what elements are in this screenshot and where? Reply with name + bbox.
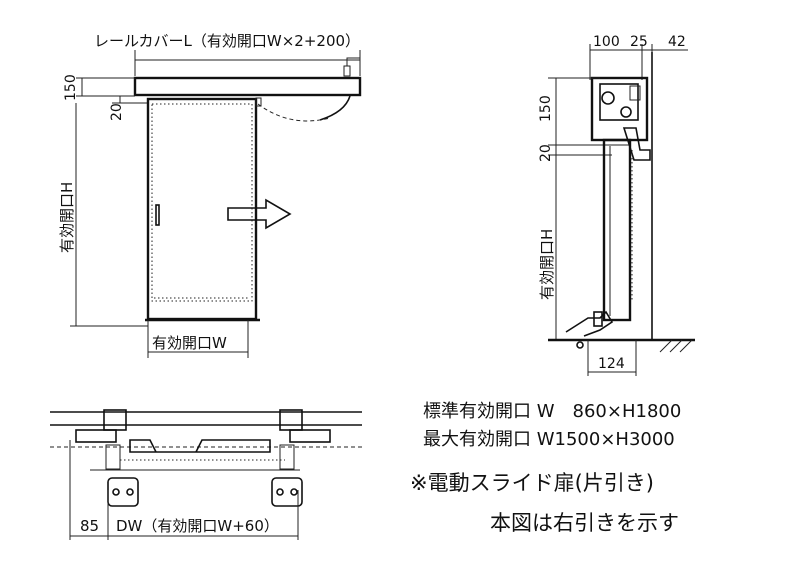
front-view: レールカバーL（有効開口W×2+200） 150 20 有効開口H bbox=[58, 32, 362, 358]
door-hanger bbox=[255, 97, 262, 107]
slide-direction-arrow bbox=[227, 198, 292, 230]
sensor-box bbox=[343, 65, 351, 77]
motor-unit bbox=[599, 83, 639, 121]
floor-guide bbox=[565, 310, 614, 337]
side-dim-100: 100 bbox=[593, 34, 620, 50]
left-jamb-rail bbox=[75, 429, 117, 443]
side-dim-20: 20 bbox=[538, 144, 554, 162]
left-guide bbox=[105, 444, 121, 470]
guide-roller bbox=[620, 106, 632, 118]
plan-view: 85 DW（有効開口W+60） bbox=[50, 409, 362, 540]
right-jamb-rail bbox=[289, 429, 331, 443]
right-jamb bbox=[279, 409, 303, 431]
front-dim-20: 20 bbox=[109, 103, 125, 121]
right-bracket-hole-1 bbox=[276, 488, 284, 496]
floor-hatch bbox=[659, 339, 693, 353]
spec-standard: 標準有効開口 W 860×H1800 bbox=[423, 401, 681, 422]
drive-wheel bbox=[601, 91, 615, 105]
door-swing-path bbox=[257, 103, 331, 122]
spec-block: 標準有効開口 W 860×H1800 最大有効開口 W1500×H3000 ※電… bbox=[410, 401, 681, 535]
side-height-label: 有効開口H bbox=[538, 229, 556, 300]
left-bracket-hole-1 bbox=[112, 488, 120, 496]
front-width-label: 有効開口W bbox=[152, 334, 227, 352]
plan-dim-85: 85 bbox=[80, 517, 99, 535]
plan-dw-label: DW（有効開口W+60） bbox=[116, 517, 279, 535]
side-view: 100 25 42 150 20 有効開口H bbox=[538, 34, 695, 376]
hanger-bracket bbox=[622, 127, 651, 161]
side-dim-124: 124 bbox=[598, 356, 625, 372]
spec-maximum: 最大有効開口 W1500×H3000 bbox=[423, 429, 675, 450]
right-floor-bracket bbox=[271, 477, 303, 507]
left-jamb bbox=[103, 409, 127, 431]
note-direction: 本図は右引きを示す bbox=[490, 511, 679, 535]
anchor-bolt bbox=[576, 341, 584, 349]
rail-cover-curve bbox=[319, 95, 351, 121]
sensor-cable bbox=[346, 57, 360, 66]
side-dim-150: 150 bbox=[538, 95, 554, 122]
front-dim-150: 150 bbox=[63, 74, 79, 101]
note-type: ※電動スライド扉(片引き) bbox=[410, 471, 654, 495]
left-bracket-hole-2 bbox=[126, 488, 134, 496]
door-inner-outline bbox=[151, 103, 253, 302]
door-panel bbox=[146, 97, 258, 321]
plan-door-leaf bbox=[129, 439, 271, 453]
floor-guide-block bbox=[593, 311, 603, 327]
side-dim-25: 25 bbox=[630, 34, 648, 50]
rail-cover-label: レールカバーL（有効開口W×2+200） bbox=[94, 32, 360, 50]
right-bracket-hole-2 bbox=[290, 488, 298, 496]
door-handle bbox=[155, 204, 160, 226]
door-leaf-section bbox=[602, 138, 632, 322]
rail-cover bbox=[133, 76, 362, 97]
right-guide bbox=[279, 444, 295, 470]
side-dim-42: 42 bbox=[668, 34, 686, 50]
control-box bbox=[629, 85, 641, 101]
front-height-label: 有効開口H bbox=[58, 182, 76, 253]
